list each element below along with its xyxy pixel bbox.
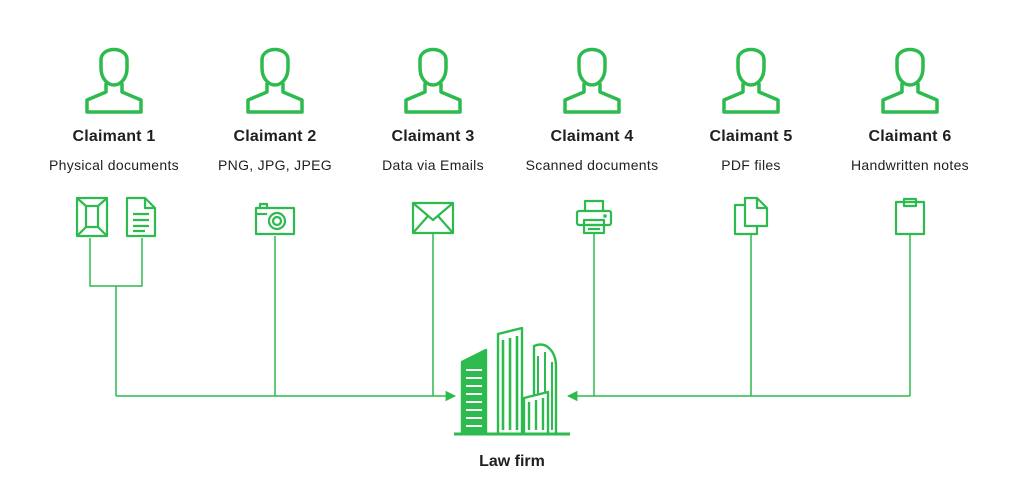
person-icon (722, 47, 780, 114)
claimant-name: Claimant 1 (72, 128, 156, 145)
mail-icon (411, 201, 455, 235)
claimant-description: Scanned documents (525, 157, 659, 173)
claimant-name: Claimant 3 (391, 128, 475, 145)
printer-icon (575, 199, 613, 235)
claimant-description: PDF files (721, 157, 781, 173)
camera-icon (254, 202, 296, 236)
connector-claimant-1 (89, 238, 143, 396)
claimant-4-doc-icons (575, 196, 613, 235)
claimant-column-1: Claimant 1 Physical documents (29, 40, 199, 173)
person-icon (246, 47, 304, 114)
claimant-2-doc-icons (254, 196, 296, 236)
files-icon (733, 196, 769, 236)
law-firm-label: Law firm (479, 453, 545, 470)
claimant-name: Claimant 4 (550, 128, 634, 145)
claimant-3-doc-icons (411, 196, 455, 235)
claimant-column-2: Claimant 2 PNG, JPG, JPEG (190, 40, 360, 173)
claimant-6-doc-icons (893, 196, 927, 236)
claimant-description: Data via Emails (382, 157, 484, 173)
law-firm: Law firm (452, 326, 572, 471)
claimant-column-6: Claimant 6 Handwritten notes (825, 40, 995, 173)
claimant-name: Claimant 2 (233, 128, 317, 145)
person-icon (881, 47, 939, 114)
claimant-description: Physical documents (49, 157, 179, 173)
claimant-1-doc-icons (75, 196, 157, 238)
claimant-description: Handwritten notes (851, 157, 969, 173)
document-icon (125, 196, 157, 238)
person-icon (404, 47, 462, 114)
claimant-column-4: Claimant 4 Scanned documents (507, 40, 677, 173)
claimant-description: PNG, JPG, JPEG (218, 157, 332, 173)
clipboard-icon (894, 197, 926, 236)
buildings-icon (454, 326, 570, 436)
person-icon (563, 47, 621, 114)
claimant-column-5: Claimant 5 PDF files (666, 40, 836, 173)
claimant-name: Claimant 6 (868, 128, 952, 145)
claimant-column-3: Claimant 3 Data via Emails (348, 40, 518, 173)
envelope-icon (75, 196, 109, 238)
claimant-5-doc-icons (733, 196, 769, 236)
claimant-name: Claimant 5 (709, 128, 793, 145)
person-icon (85, 47, 143, 114)
